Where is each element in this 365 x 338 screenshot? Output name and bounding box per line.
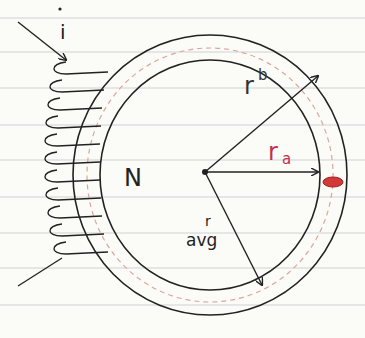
radius-symbol: r [268,140,278,164]
turns-symbol: N [124,166,142,190]
radius-symbol: r [244,74,254,98]
radius-subscript: b [258,68,268,83]
radius-symbol: r [205,214,211,228]
radius-subscript: avg [186,232,217,249]
current-symbol: i [60,22,66,42]
radius-subscript: a [282,152,291,167]
